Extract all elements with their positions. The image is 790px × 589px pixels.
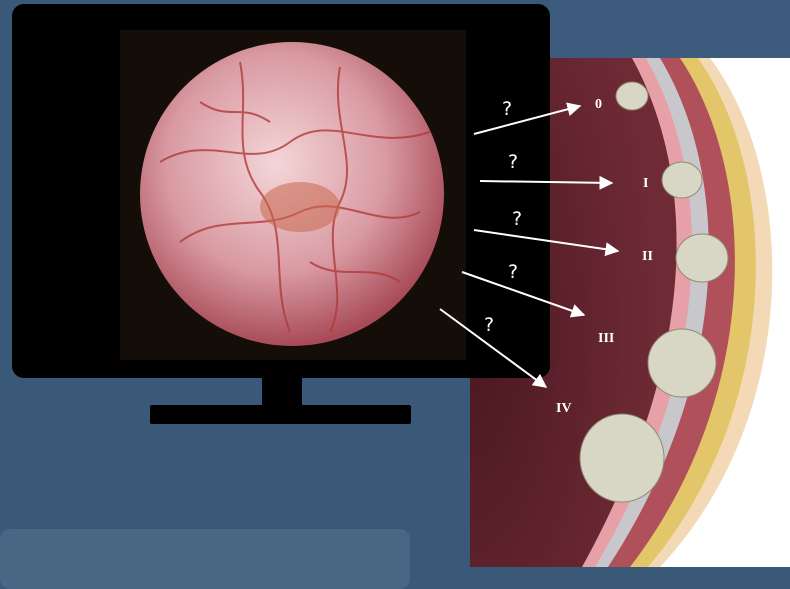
tumor-stage-3 [648,329,716,397]
question-mark-4: ? [508,263,518,282]
tumor-stage-0 [616,82,648,110]
stage-label-0: 0 [595,98,602,112]
stage-label-2: II [642,250,653,264]
question-mark-3: ? [512,210,522,229]
monitor-stand-neck [262,378,302,408]
stage-label-4: IV [556,402,572,416]
monitor-stand-base [150,405,411,424]
endoscopy-image [140,42,445,347]
tumor-stage-2 [676,234,728,282]
tumor-stage-4 [580,414,664,502]
question-mark-1: ? [502,100,512,119]
stage-label-1: I [643,177,648,191]
question-mark-5: ? [484,316,494,335]
endoscopy-frame [120,30,466,360]
tumor-stage-1 [662,162,702,198]
bottom-panel [0,529,410,589]
monitor-screen [12,4,550,378]
question-mark-2: ? [508,153,518,172]
stage-label-3: III [598,332,614,346]
header-band [550,0,790,58]
